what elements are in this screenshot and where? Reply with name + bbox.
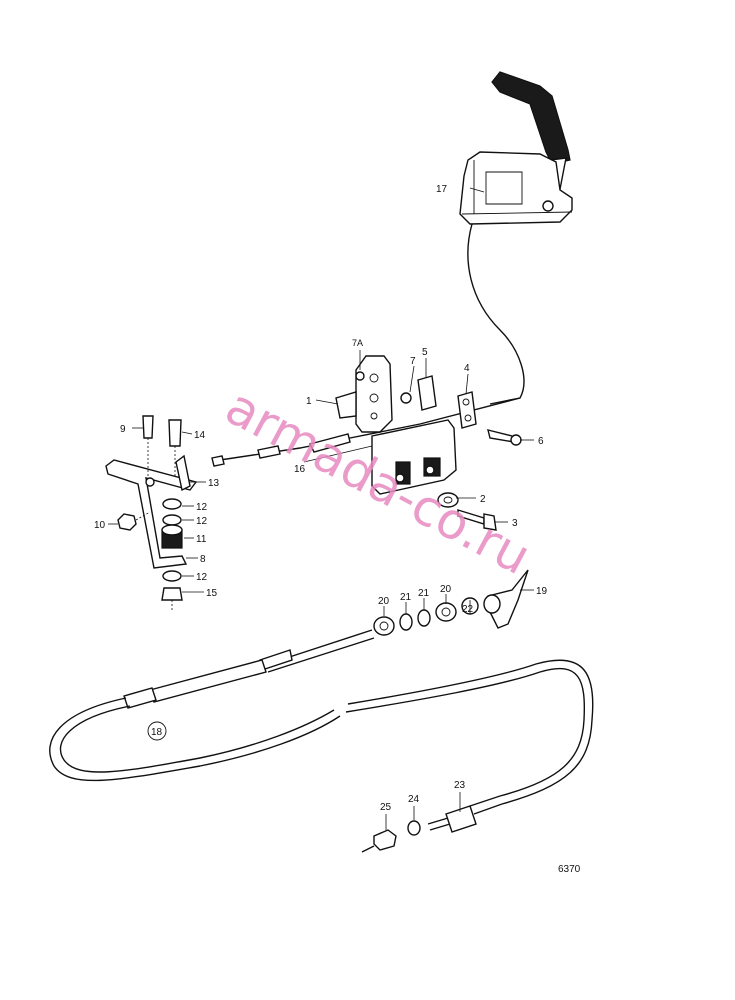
bracket-flange bbox=[335, 391, 357, 419]
label-21-b: 21 bbox=[418, 588, 430, 599]
label-13: 13 bbox=[208, 478, 220, 489]
nut-20-a bbox=[373, 616, 395, 636]
washer-2 bbox=[437, 492, 459, 508]
label-2: 2 bbox=[480, 494, 486, 505]
rod-bracket bbox=[175, 454, 191, 492]
label-14: 14 bbox=[194, 430, 206, 441]
label-24: 24 bbox=[408, 794, 420, 805]
left-bracket-assembly bbox=[105, 415, 198, 612]
label-12-c: 12 bbox=[196, 572, 208, 583]
part-labels: 17 7A 7 5 4 1 6 16 2 3 9 14 13 10 12 12 … bbox=[94, 184, 581, 875]
washer-21-a bbox=[399, 613, 413, 631]
nut-7a bbox=[355, 371, 365, 381]
label-21-a: 21 bbox=[400, 592, 412, 603]
washer-12-a bbox=[162, 498, 182, 510]
label-22: 22 bbox=[462, 604, 474, 615]
control-cable-upper bbox=[467, 223, 525, 405]
cable-loop-right bbox=[345, 667, 586, 807]
rod-end bbox=[211, 455, 225, 467]
label-20-a: 20 bbox=[378, 596, 390, 607]
cable-end-19 bbox=[487, 569, 529, 629]
washer-12-b bbox=[162, 514, 182, 526]
bolt-6 bbox=[487, 429, 516, 443]
label-18-circle bbox=[147, 721, 167, 741]
label-17: 17 bbox=[436, 184, 448, 195]
cable-fitting-23 bbox=[445, 805, 477, 833]
label-8: 8 bbox=[200, 554, 206, 565]
label-12-b: 12 bbox=[196, 516, 208, 527]
main-bracket-assembly bbox=[211, 355, 522, 531]
nut-15 bbox=[161, 587, 183, 601]
lever-grip bbox=[491, 71, 571, 165]
label-1: 1 bbox=[306, 396, 312, 407]
leader-lines bbox=[108, 187, 534, 830]
rod-coupler bbox=[257, 445, 281, 459]
screw-14 bbox=[168, 419, 182, 447]
screw-9 bbox=[142, 415, 154, 439]
label-6: 6 bbox=[538, 436, 544, 447]
cable-loop-outer bbox=[49, 697, 341, 782]
label-5: 5 bbox=[422, 347, 428, 358]
nut-25 bbox=[373, 829, 397, 851]
label-20-b: 20 bbox=[440, 584, 452, 595]
label-15: 15 bbox=[206, 588, 218, 599]
washer-24 bbox=[407, 820, 421, 836]
label-7: 7 bbox=[410, 356, 416, 367]
label-18: 18 bbox=[151, 727, 163, 738]
label-7a: 7A bbox=[352, 338, 363, 348]
nut-10 bbox=[117, 513, 137, 531]
nut-20-b bbox=[435, 602, 457, 622]
washer-12-c bbox=[162, 570, 182, 582]
drawing-number: 6370 bbox=[558, 864, 581, 875]
control-lever-assembly bbox=[459, 71, 573, 405]
cable-sleeve bbox=[149, 659, 267, 703]
screw-7 bbox=[400, 392, 412, 404]
label-3: 3 bbox=[512, 518, 518, 529]
label-25: 25 bbox=[380, 802, 392, 813]
washer-21-b bbox=[417, 609, 431, 627]
label-12-a: 12 bbox=[196, 502, 208, 513]
lever-pivot bbox=[542, 200, 554, 212]
control-cable bbox=[49, 629, 594, 853]
label-16: 16 bbox=[294, 464, 306, 475]
clamp-plate bbox=[417, 375, 437, 411]
label-9: 9 bbox=[120, 424, 126, 435]
cable-clamp bbox=[457, 391, 477, 429]
label-4: 4 bbox=[464, 363, 470, 374]
label-19: 19 bbox=[536, 586, 548, 597]
label-11: 11 bbox=[196, 534, 207, 545]
label-10: 10 bbox=[94, 520, 106, 531]
rod-sleeve bbox=[308, 433, 351, 453]
label-23: 23 bbox=[454, 780, 466, 791]
